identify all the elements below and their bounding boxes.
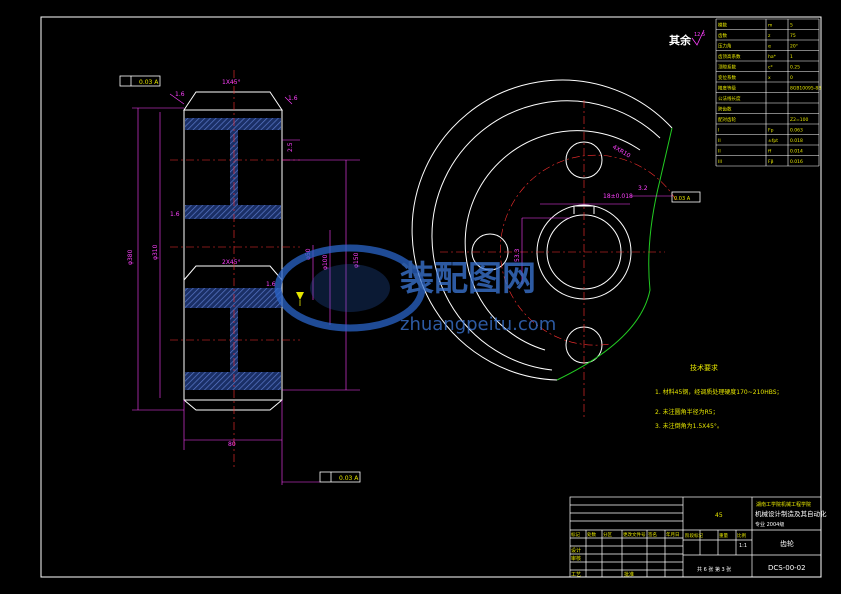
param-cell: Fβ: [768, 159, 774, 165]
tech-item-3: 3. 未注倒角为1.5X45°。: [655, 422, 723, 430]
ratio-label: 比例: [737, 532, 746, 539]
svg-text:1.6: 1.6: [175, 91, 185, 98]
param-cell: II: [718, 149, 721, 155]
role-design: 设计: [571, 547, 581, 554]
roughness-label: 其余: [669, 33, 692, 47]
svg-text:φ150: φ150: [353, 252, 360, 268]
param-cell: 0.063: [790, 128, 803, 134]
param-cell: 模数: [718, 22, 727, 29]
front-section-view: 0.03 A 0.03 A 1X45° 2X45° φ380 φ310 2.5 …: [119, 70, 361, 485]
tech-title: 技术要求: [690, 363, 718, 372]
param-cell: 1: [790, 54, 793, 60]
svg-text:53.3: 53.3: [514, 248, 521, 262]
school-line3: 专业 2004级: [755, 521, 784, 528]
param-cell: Z2=100: [790, 117, 808, 123]
watermark: 装配图网 zhuangpeitu.com: [274, 244, 556, 335]
side-view: 0.03 A 18±0.018 53.3 4XR10 3.2: [411, 79, 701, 420]
hdr-mark: 标记: [571, 531, 580, 538]
param-cell: ±fpt: [768, 138, 778, 144]
param-cell: 0.014: [790, 149, 803, 155]
svg-text:φ310: φ310: [152, 244, 159, 260]
drawing-border: [40, 16, 822, 578]
role-review: 审核: [571, 555, 581, 562]
scale: 1:1: [739, 543, 747, 549]
technical-requirements: 技术要求 1. 材料45钢，经调质处理硬度170~210HBS； 2. 未注圆角…: [655, 363, 783, 430]
hdr-zone: 分区: [603, 531, 612, 538]
title-block: 湖南工学院机械工程学院 机械设计制造及其自动化 专业 2004级 齿轮 DCS-…: [569, 496, 827, 578]
param-cell: c*: [768, 65, 773, 71]
sheet-info: 共 6 张 第 3 张: [697, 566, 731, 573]
watermark-cn: 装配图网: [400, 259, 536, 299]
svg-text:80: 80: [228, 441, 236, 448]
weight-label: 重量: [719, 532, 728, 539]
hdr-date: 年月日: [666, 531, 680, 538]
hdr-count: 处数: [587, 531, 596, 538]
param-cell: 精度等级: [718, 85, 736, 92]
parameter-table: 模数 m 5 齿数 z 75 压力角 α 20° 齿顶高系数 ha* 1 顶隙系数 c* 0.25 变位系数 x…: [715, 18, 821, 167]
watermark-url: zhuangpeitu.com: [400, 314, 556, 335]
param-cell: 0.018: [790, 138, 803, 144]
svg-text:1.6: 1.6: [288, 95, 298, 102]
param-cell: 配对齿轮: [718, 116, 736, 123]
svg-text:2.5: 2.5: [287, 142, 294, 152]
role-process: 工艺: [571, 572, 581, 578]
stage-label: 阶段标记: [685, 532, 703, 539]
svg-text:1.6: 1.6: [266, 281, 276, 288]
param-cell: 0.016: [790, 159, 803, 165]
param-cell: 0.25: [790, 65, 800, 71]
param-cell: x: [768, 76, 771, 81]
param-cell: 5: [790, 23, 793, 29]
param-cell: II: [718, 138, 721, 144]
svg-text:3.2: 3.2: [638, 185, 648, 192]
material: 45: [715, 512, 723, 519]
param-cell: ha*: [768, 54, 777, 60]
param-cell: 0: [790, 75, 793, 81]
param-cell: 变位系数: [718, 74, 736, 81]
param-cell: I: [718, 128, 719, 134]
param-cell: 8GB10095-88: [790, 86, 821, 92]
param-cell: 跨齿数: [718, 106, 732, 113]
svg-text:18±0.018: 18±0.018: [603, 193, 633, 200]
chamfer-label: 1X45°: [222, 79, 241, 86]
tech-item-1: 1. 材料45钢，经调质处理硬度170~210HBS；: [655, 388, 783, 396]
hdr-sign: 签名: [648, 531, 657, 538]
roughness-note: 其余 12.5: [669, 29, 705, 47]
hdr-docno: 更改文件号: [623, 531, 646, 538]
drawing-number: DCS-00-02: [768, 564, 806, 572]
param-cell: 公法线长度: [718, 95, 741, 102]
param-cell: m: [768, 24, 772, 29]
param-cell: 20°: [790, 44, 798, 50]
param-cell: Fp: [768, 128, 774, 134]
svg-text:1.6: 1.6: [170, 211, 180, 218]
part-name: 齿轮: [780, 539, 794, 548]
keyway-tolerance: 0.03 A: [674, 196, 691, 202]
roughness-value: 12.5: [694, 32, 705, 38]
school-line2: 机械设计制造及其自动化: [755, 509, 827, 518]
param-cell: 齿数: [718, 32, 727, 39]
svg-text:4XR10: 4XR10: [611, 144, 632, 160]
param-cell: α: [768, 45, 771, 50]
svg-text:2X45°: 2X45°: [222, 259, 241, 266]
tolerance-bottom: 0.03 A: [339, 475, 359, 482]
tolerance-top: 0.03 A: [139, 79, 159, 86]
svg-text:φ100: φ100: [322, 254, 329, 270]
param-cell: 压力角: [718, 43, 732, 50]
svg-text:φ380: φ380: [127, 249, 134, 265]
param-cell: ff: [768, 149, 772, 155]
approve-label: 批准: [624, 571, 634, 578]
tech-item-2: 2. 未注圆角半径为R5；: [655, 408, 719, 416]
param-cell: z: [768, 34, 771, 39]
param-cell: 齿顶高系数: [718, 53, 741, 60]
param-cell: 顶隙系数: [718, 64, 736, 71]
school-line1: 湖南工学院机械工程学院: [756, 501, 811, 508]
param-cell: III: [718, 159, 722, 165]
param-cell: 75: [790, 33, 796, 39]
